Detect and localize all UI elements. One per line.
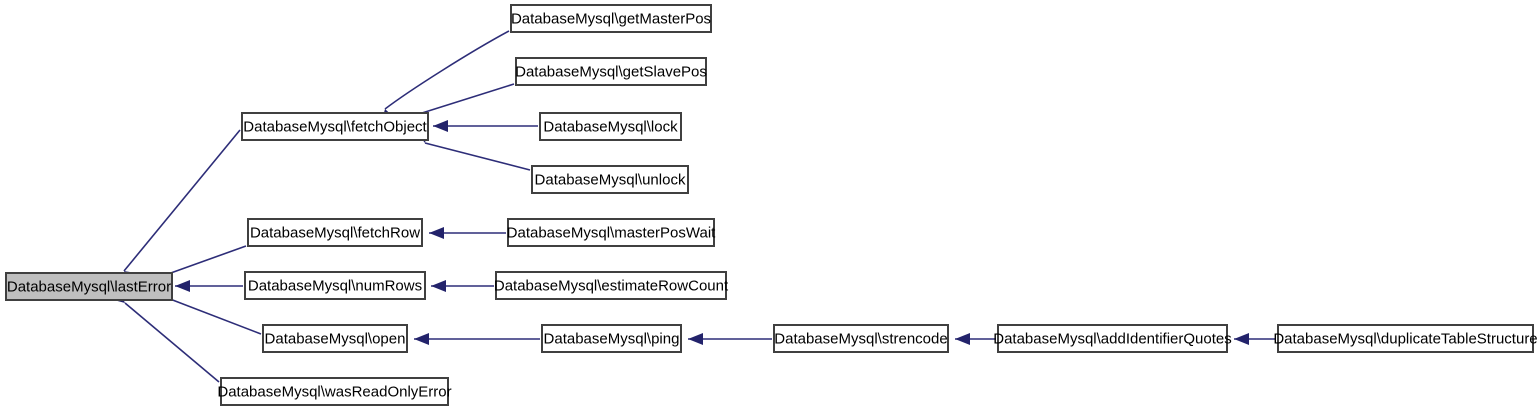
node-fetchRow[interactable]: DatabaseMysql\fetchRow <box>247 218 423 247</box>
node-getMasterPos[interactable]: DatabaseMysql\getMasterPos <box>510 4 712 33</box>
node-box-strencode[interactable] <box>773 324 949 353</box>
node-label-estimateRowCount: DatabaseMysql\estimateRowCount <box>494 277 729 294</box>
node-label-fetchRow: DatabaseMysql\fetchRow <box>250 224 420 241</box>
node-label-wasReadOnlyError: DatabaseMysql\wasReadOnlyError <box>217 383 451 400</box>
node-box-wasReadOnlyError[interactable] <box>220 377 449 406</box>
node-wasReadOnlyError[interactable]: DatabaseMysql\wasReadOnlyError <box>217 377 452 406</box>
node-box-unlock[interactable] <box>531 165 689 194</box>
arrowhead-masterPosWait-to-fetchRow <box>429 227 444 239</box>
node-box-fetchRow[interactable] <box>247 218 423 247</box>
edge-getMasterPos-to-fetchObject <box>384 30 510 110</box>
node-label-masterPosWait: DatabaseMysql\masterPosWait <box>507 224 717 241</box>
node-label-getMasterPos: DatabaseMysql\getMasterPos <box>511 10 711 27</box>
node-box-duplicateTableStructure[interactable] <box>1277 324 1534 353</box>
edge-unlock-to-fetchObject <box>424 142 531 171</box>
arrowhead-duplicateTableStructure-to-addIdentifierQuotes <box>1234 333 1249 345</box>
node-label-strencode: DatabaseMysql\strencode <box>774 330 947 347</box>
node-box-ping[interactable] <box>541 324 682 353</box>
edge-fetchRow-to-lastError <box>167 245 247 275</box>
node-fetchObject[interactable]: DatabaseMysql\fetchObject <box>241 112 429 141</box>
node-box-getSlavePos[interactable] <box>515 57 707 86</box>
node-estimateRowCount[interactable]: DatabaseMysql\estimateRowCount <box>494 271 729 300</box>
node-label-open: DatabaseMysql\open <box>265 330 406 347</box>
node-box-lastError[interactable] <box>5 272 173 301</box>
nodes-layer: DatabaseMysql\lastError DatabaseMysql\fet… <box>5 4 1538 406</box>
node-label-getSlavePos: DatabaseMysql\getSlavePos <box>515 63 707 80</box>
arrowhead-numRows-to-lastError <box>175 280 190 292</box>
node-masterPosWait[interactable]: DatabaseMysql\masterPosWait <box>507 218 717 247</box>
edge-fetchObject-to-lastError <box>123 129 241 272</box>
node-addIdentifierQuotes[interactable]: DatabaseMysql\addIdentifierQuotes <box>993 324 1232 353</box>
arrowhead-lock-to-fetchObject <box>433 120 448 132</box>
node-box-masterPosWait[interactable] <box>507 218 715 247</box>
node-label-numRows: DatabaseMysql\numRows <box>248 277 422 294</box>
node-box-open[interactable] <box>262 324 408 353</box>
node-getSlavePos[interactable]: DatabaseMysql\getSlavePos <box>515 57 707 86</box>
edge-getSlavePos-to-fetchObject <box>421 83 515 114</box>
node-open[interactable]: DatabaseMysql\open <box>262 324 408 353</box>
edge-wasReadOnlyError-to-lastError <box>124 302 220 383</box>
node-numRows[interactable]: DatabaseMysql\numRows <box>244 271 426 300</box>
node-lastError[interactable]: DatabaseMysql\lastError <box>5 272 173 301</box>
node-unlock[interactable]: DatabaseMysql\unlock <box>531 165 689 194</box>
edge-open-to-lastError <box>169 298 262 335</box>
node-box-lock[interactable] <box>539 112 682 141</box>
node-label-unlock: DatabaseMysql\unlock <box>535 171 686 188</box>
arrowhead-estimateRowCount-to-numRows <box>431 280 446 292</box>
node-label-ping: DatabaseMysql\ping <box>544 330 680 347</box>
node-box-fetchObject[interactable] <box>241 112 429 141</box>
node-label-addIdentifierQuotes: DatabaseMysql\addIdentifierQuotes <box>993 330 1231 347</box>
node-label-lastError: DatabaseMysql\lastError <box>7 278 171 295</box>
node-label-duplicateTableStructure: DatabaseMysql\duplicateTableStructure <box>1273 330 1537 347</box>
node-strencode[interactable]: DatabaseMysql\strencode <box>773 324 949 353</box>
node-box-addIdentifierQuotes[interactable] <box>997 324 1228 353</box>
node-box-estimateRowCount[interactable] <box>495 271 727 300</box>
node-box-numRows[interactable] <box>244 271 426 300</box>
arrowhead-addIdentifierQuotes-to-strencode <box>955 333 970 345</box>
arrowhead-strencode-to-ping <box>688 333 703 345</box>
node-lock[interactable]: DatabaseMysql\lock <box>539 112 682 141</box>
node-box-getMasterPos[interactable] <box>510 4 712 33</box>
node-duplicateTableStructure[interactable]: DatabaseMysql\duplicateTableStructure <box>1273 324 1538 353</box>
arrowhead-ping-to-open <box>414 333 429 345</box>
node-label-fetchObject: DatabaseMysql\fetchObject <box>243 118 427 135</box>
node-label-lock: DatabaseMysql\lock <box>543 118 678 135</box>
node-ping[interactable]: DatabaseMysql\ping <box>541 324 682 353</box>
